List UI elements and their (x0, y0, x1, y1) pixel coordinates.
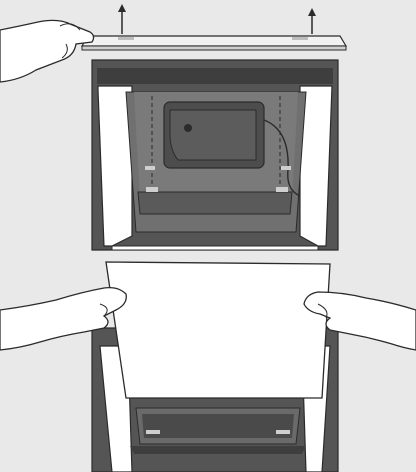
front-panel (106, 262, 330, 398)
step-insert-panel-illustration (0, 258, 416, 472)
bottom-tray (130, 408, 306, 454)
shelf-support-right (276, 187, 288, 192)
step-remove-shelf-panel (0, 0, 416, 258)
shelf-support-left (146, 187, 158, 192)
shelf-support-left (146, 430, 160, 434)
step-insert-panel-panel (0, 258, 416, 472)
glass-shelf (82, 36, 346, 50)
shelf-support-right (276, 430, 290, 434)
module-indicator (184, 124, 192, 132)
step-remove-shelf-illustration (0, 0, 416, 258)
